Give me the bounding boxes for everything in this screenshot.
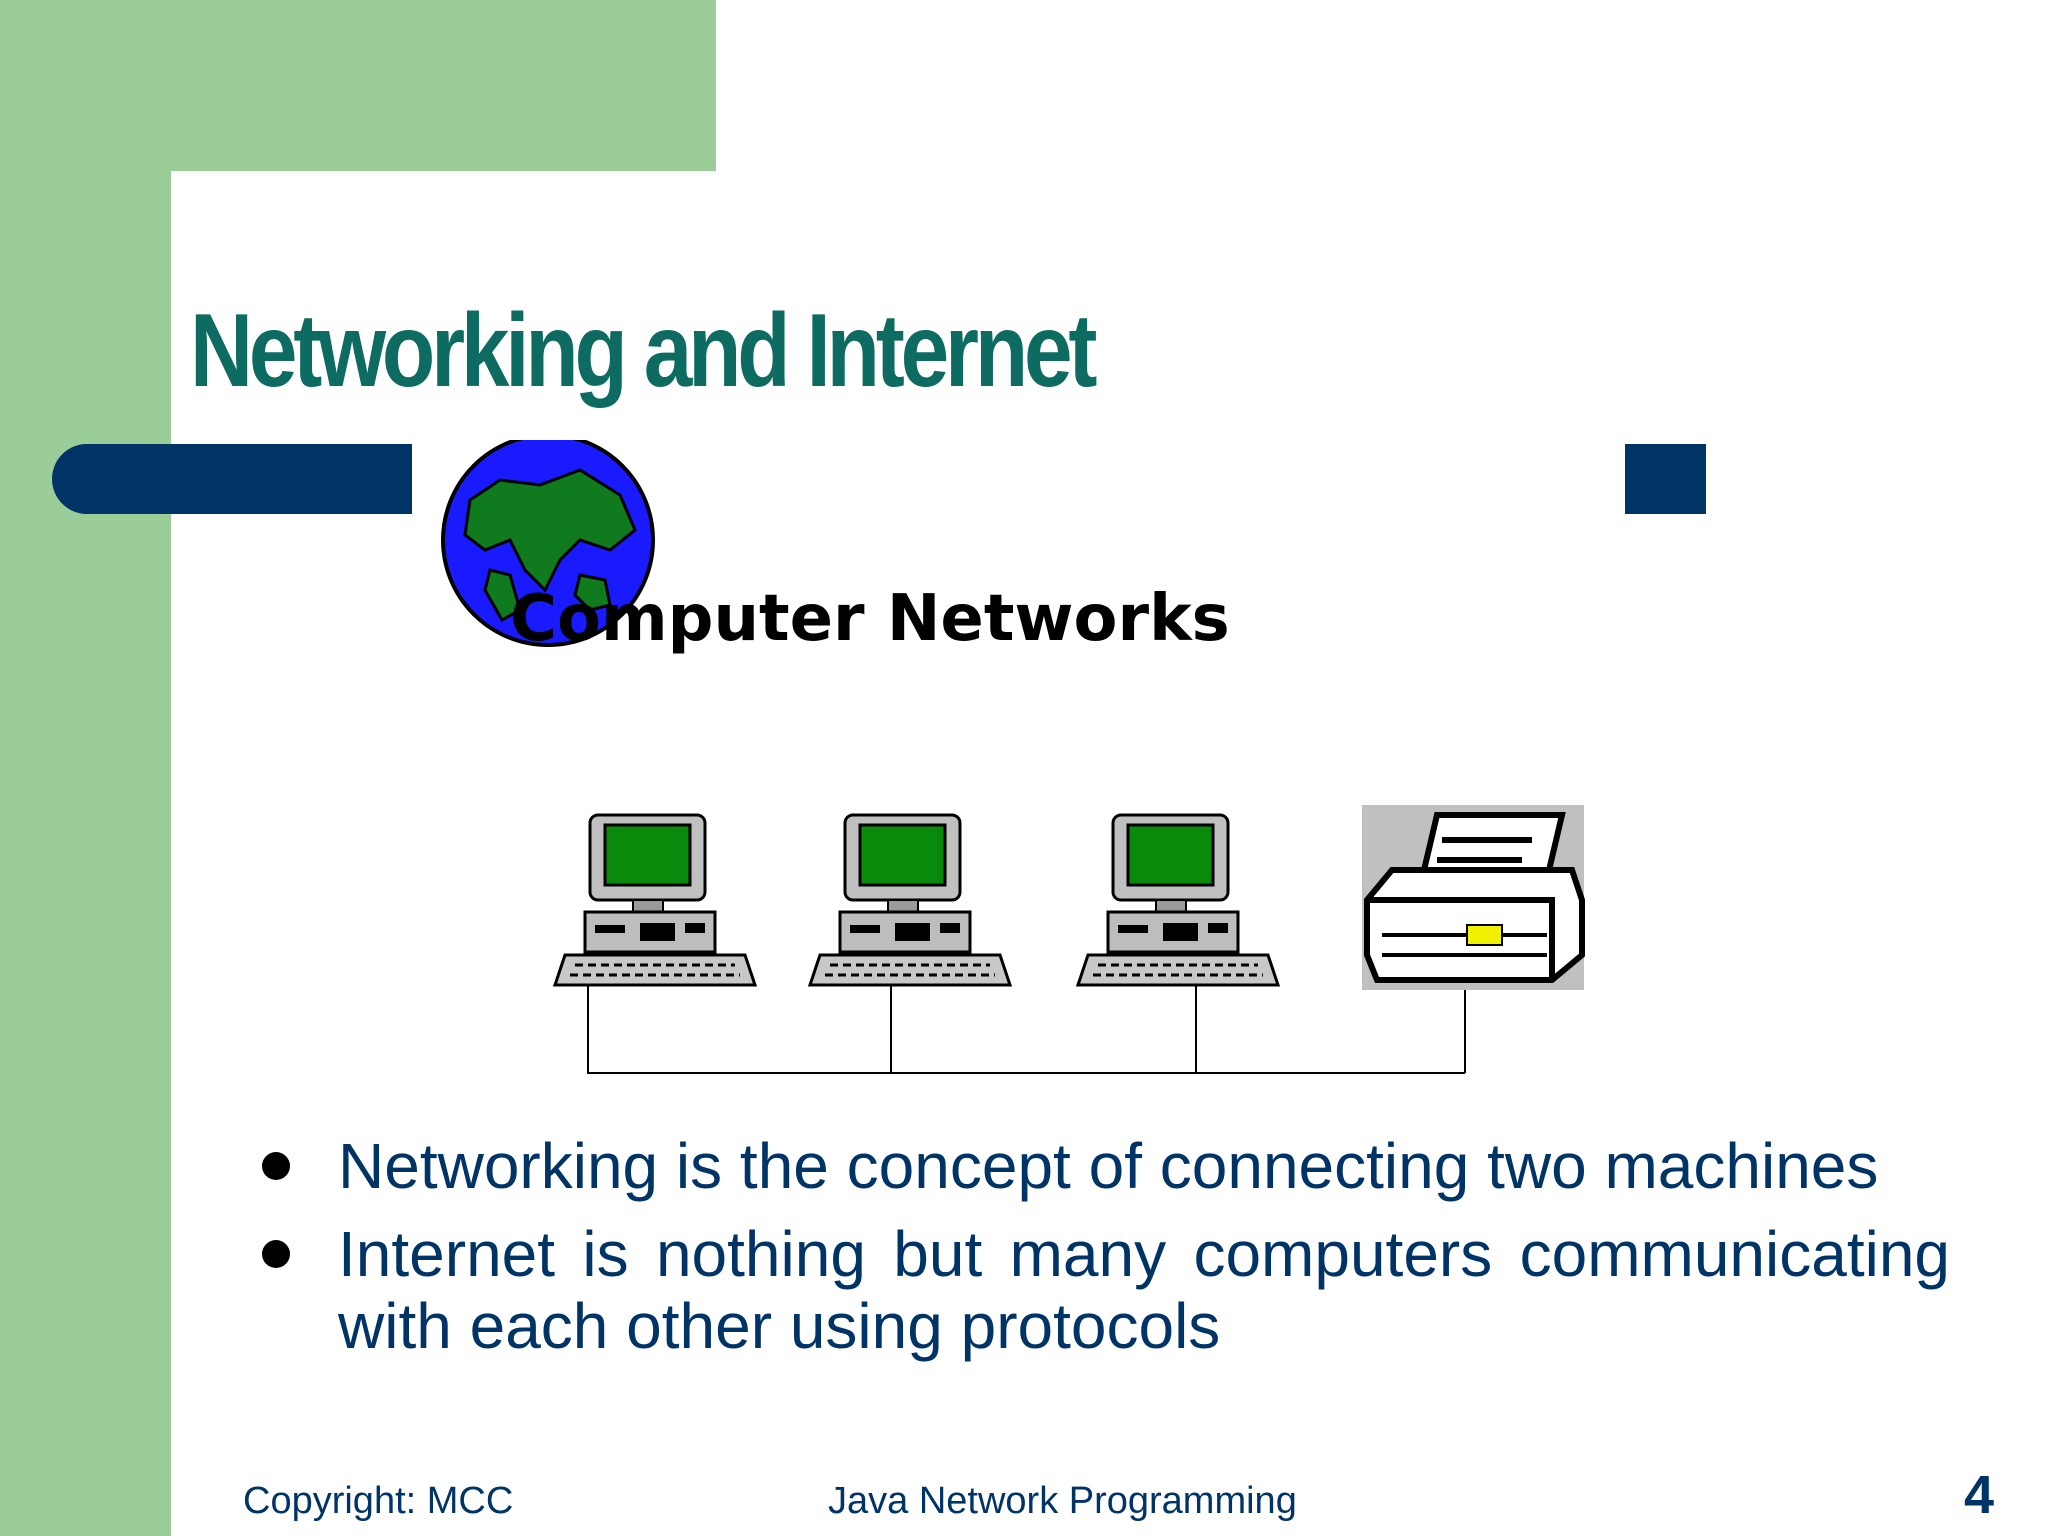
accent-bar-left	[52, 444, 412, 514]
accent-square-right	[1625, 444, 1706, 514]
bullet-item: Internet is nothing but many computers c…	[258, 1218, 1950, 1362]
bullet-dot	[262, 1152, 290, 1180]
bullet-item: Networking is the concept of connecting …	[258, 1130, 1950, 1202]
slide-number: 4	[1964, 1465, 1995, 1525]
bullet-dot	[262, 1240, 290, 1268]
clipart-caption: Computer Networks	[510, 582, 1230, 656]
computer-networks-clipart: Computer Networks	[441, 440, 1585, 1074]
bullet-text: Networking is the concept of connecting …	[338, 1130, 1879, 1202]
slide-content-area	[171, 171, 2048, 1536]
slide-title: Networking and Internet	[190, 293, 1097, 409]
printer-icon	[1362, 805, 1585, 990]
computer-icon	[807, 813, 1013, 987]
bullet-list: Networking is the concept of connecting …	[258, 1130, 1950, 1378]
background-green-left	[0, 0, 171, 1536]
globe-icon	[441, 440, 655, 647]
bullet-text: Internet is nothing but many computers c…	[338, 1218, 1950, 1362]
network-cable	[587, 985, 1466, 1074]
computer-icon	[552, 813, 758, 987]
computer-icon	[1075, 813, 1281, 987]
footer-copyright: Copyright: MCC	[243, 1480, 514, 1522]
footer-course-title: Java Network Programming	[828, 1480, 1297, 1522]
